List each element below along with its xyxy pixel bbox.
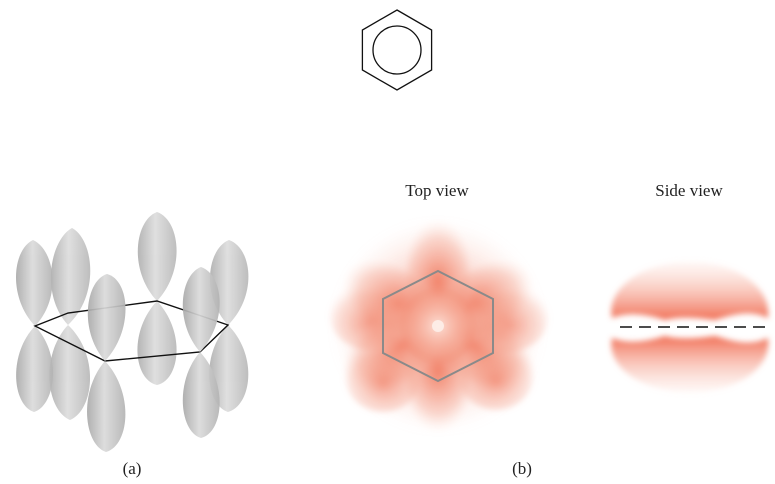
top-view-label: Top view — [405, 181, 469, 200]
side-view-label: Side view — [655, 181, 723, 200]
p-orbital-diagram — [15, 212, 249, 452]
side-view-electron-cloud — [611, 262, 770, 392]
top-view-hexagon — [382, 269, 494, 383]
panel-b-label: (b) — [512, 459, 532, 478]
side-view-upper-lobe — [611, 262, 769, 320]
benzene-ring-symbol — [361, 9, 433, 91]
side-view-lower-lobe — [611, 336, 769, 392]
orbital-lobe — [137, 212, 177, 385]
orbital-lobe — [182, 267, 220, 438]
orbital-lobe — [87, 274, 126, 452]
panel-a-label: (a) — [122, 459, 142, 478]
top-view-electron-cloud — [330, 219, 548, 433]
orbital-lobe — [49, 228, 91, 420]
orbital-lobe — [15, 240, 53, 412]
